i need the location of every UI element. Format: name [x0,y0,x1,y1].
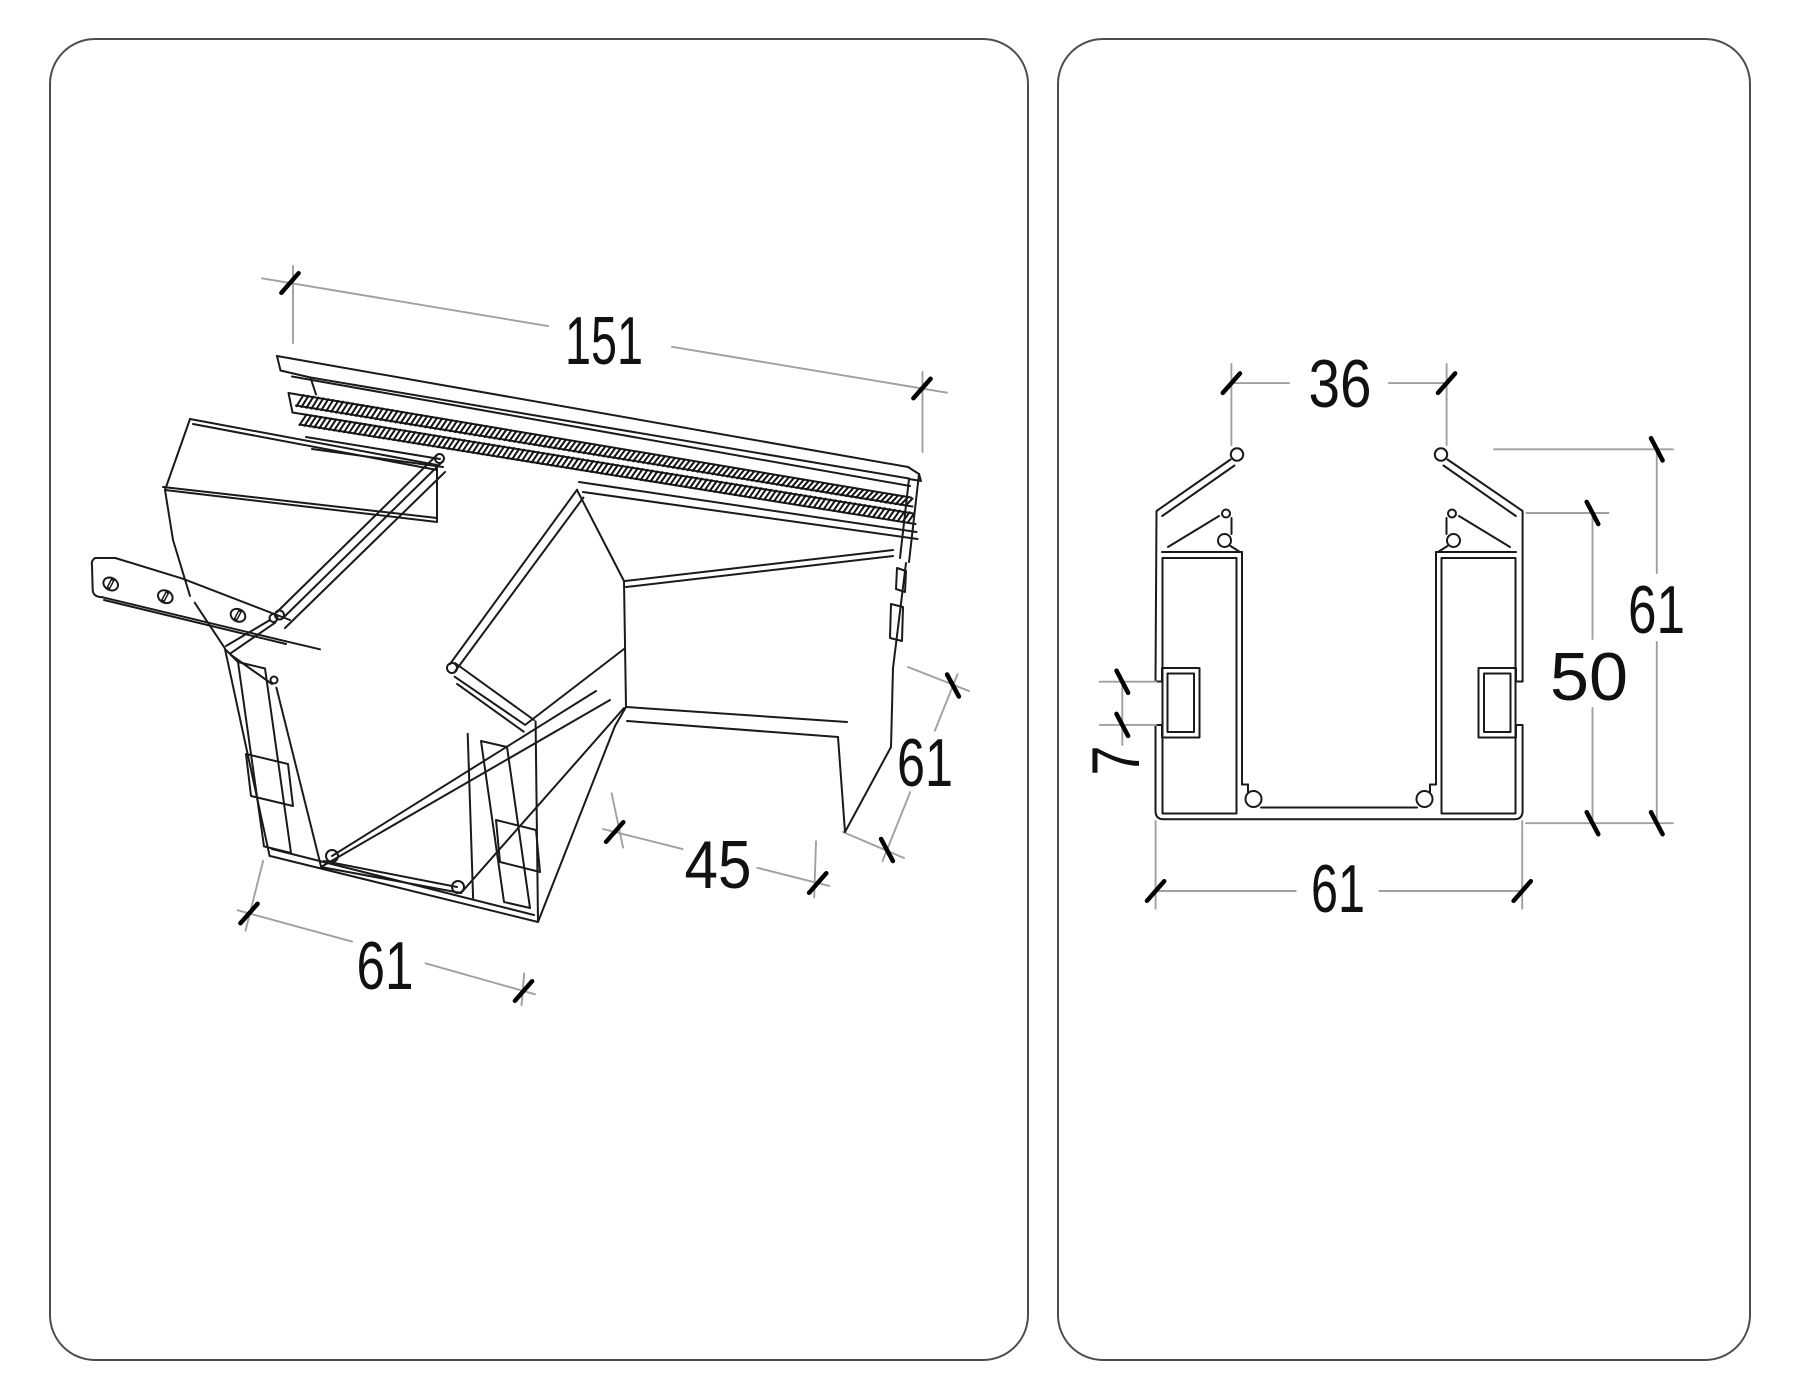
svg-text:61: 61 [897,725,953,801]
svg-text:61: 61 [1628,572,1685,648]
svg-text:61: 61 [1311,851,1365,927]
svg-text:61: 61 [357,928,414,1004]
svg-text:36: 36 [1309,346,1372,422]
svg-text:45: 45 [685,827,752,903]
svg-text:50: 50 [1550,639,1628,715]
svg-text:151: 151 [565,303,643,379]
svg-text:7: 7 [1078,746,1154,776]
